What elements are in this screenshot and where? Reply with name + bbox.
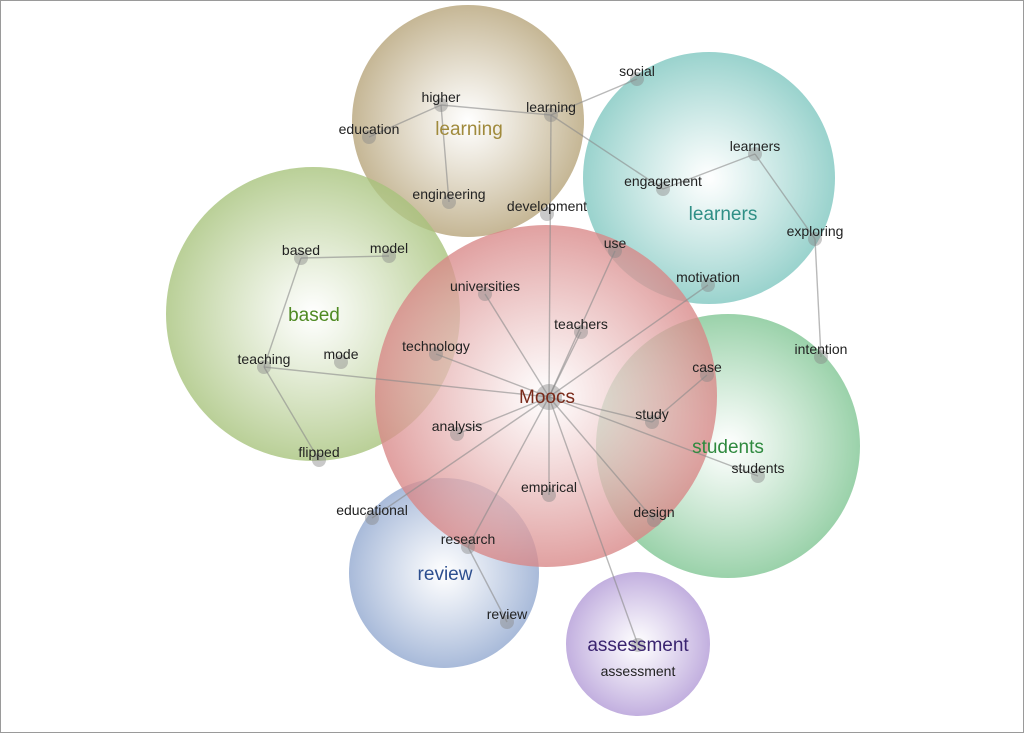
edge-teaching-flipped	[263, 366, 320, 461]
node-label-flipped: flipped	[298, 444, 339, 460]
node-dot-learners_n	[748, 147, 762, 161]
node-dot-intention	[814, 350, 828, 364]
node-label-intention: intention	[795, 341, 848, 357]
node-dot-social	[630, 72, 644, 86]
node-label-assessment_n: assessment	[601, 663, 676, 679]
node-label-learning_n: learning	[526, 99, 576, 115]
edge-learning_n-moocs_n	[548, 114, 552, 398]
edge-moocs_n-motivation	[548, 284, 709, 398]
node-label-exploring: exploring	[787, 223, 844, 239]
cluster-label-based: based	[288, 305, 340, 326]
node-label-teachers: teachers	[554, 316, 608, 332]
node-label-technology: technology	[402, 338, 470, 354]
node-label-mode: mode	[323, 346, 358, 362]
node-dot-based_n	[294, 251, 308, 265]
edge-moocs_n-students_n	[548, 396, 759, 477]
edge-moocs_n-universities	[484, 293, 550, 398]
node-dot-research	[461, 540, 475, 554]
node-dot-technology	[429, 347, 443, 361]
edge-moocs_n-technology	[435, 353, 550, 398]
edge-moocs_n-research	[467, 396, 550, 548]
node-dot-engagement	[656, 182, 670, 196]
node-label-review_n: review	[487, 606, 528, 622]
node-dot-moocs_n	[536, 384, 562, 410]
node-dot-development	[540, 207, 554, 221]
node-label-study: study	[635, 406, 668, 422]
node-label-case: case	[692, 359, 722, 375]
cluster-label-learners: learners	[689, 204, 758, 225]
node-label-learners_n: learners	[730, 138, 781, 154]
cluster-label-students: students	[692, 437, 764, 458]
node-dot-empirical	[542, 488, 556, 502]
node-dot-universities	[478, 287, 492, 301]
node-label-higher: higher	[422, 89, 461, 105]
edge-moocs_n-use	[548, 250, 616, 398]
cluster-bubble-learning	[352, 5, 584, 237]
node-label-education: education	[339, 121, 400, 137]
node-dot-motivation	[701, 278, 715, 292]
node-label-universities: universities	[450, 278, 520, 294]
node-label-educational: educational	[336, 502, 408, 518]
edge-learners_n-exploring	[754, 153, 816, 240]
node-dot-design	[647, 513, 661, 527]
edge-case-study	[651, 374, 708, 423]
node-dot-review_n	[500, 615, 514, 629]
edge-teaching-moocs_n	[263, 366, 550, 398]
node-dot-exploring	[808, 232, 822, 246]
edge-engagement-learners_n	[662, 153, 756, 190]
edge-moocs_n-teachers	[548, 331, 582, 398]
node-dot-teaching	[257, 360, 271, 374]
cluster-label-review: review	[418, 564, 473, 585]
edge-exploring-intention	[814, 238, 822, 358]
node-dot-assessment_n	[631, 638, 645, 652]
node-dot-learning_n	[544, 108, 558, 122]
node-label-analysis: analysis	[432, 418, 483, 434]
edge-higher-education	[368, 104, 442, 138]
node-label-design: design	[633, 504, 674, 520]
edge-higher-engineering	[440, 104, 450, 203]
edge-moocs_n-assessment_n	[548, 396, 639, 646]
edge-research-review_n	[467, 546, 508, 623]
node-dot-teachers	[574, 325, 588, 339]
edge-moocs_n-educational	[371, 396, 550, 519]
node-dot-students_n	[751, 469, 765, 483]
node-dot-educational	[365, 511, 379, 525]
cluster-label-learning: learning	[435, 119, 503, 140]
node-label-use: use	[604, 235, 627, 251]
node-label-engineering: engineering	[412, 186, 485, 202]
edge-moocs_n-analysis	[456, 396, 550, 435]
node-dot-mode	[334, 355, 348, 369]
cluster-bubble-learners	[583, 52, 835, 304]
node-label-students_n: students	[732, 460, 785, 476]
node-dot-case	[700, 368, 714, 382]
edge-higher-learning_n	[440, 104, 552, 116]
node-dot-study	[645, 415, 659, 429]
node-dot-education	[362, 130, 376, 144]
cluster-label-moocs: Moocs	[519, 387, 575, 408]
node-label-model: model	[370, 240, 408, 256]
node-label-research: research	[441, 531, 495, 547]
node-dot-use	[608, 244, 622, 258]
node-dot-engineering	[442, 195, 456, 209]
node-dot-analysis	[450, 427, 464, 441]
node-label-based_n: based	[282, 242, 320, 258]
edge-moocs_n-design	[548, 396, 655, 521]
node-dot-model	[382, 249, 396, 263]
edge-based_n-teaching	[263, 257, 302, 368]
edge-moocs_n-study	[548, 396, 653, 423]
node-dot-higher	[434, 98, 448, 112]
node-label-motivation: motivation	[676, 269, 740, 285]
cluster-label-assessment: assessment	[587, 635, 689, 656]
edge-based_n-model	[300, 255, 390, 259]
node-label-empirical: empirical	[521, 479, 577, 495]
edge-learning_n-social	[550, 78, 638, 116]
node-dot-flipped	[312, 453, 326, 467]
node-label-engagement: engagement	[624, 173, 702, 189]
edge-learning_n-engagement	[550, 114, 664, 190]
node-label-teaching: teaching	[238, 351, 291, 367]
node-label-social: social	[619, 63, 655, 79]
node-label-development: development	[507, 198, 587, 214]
